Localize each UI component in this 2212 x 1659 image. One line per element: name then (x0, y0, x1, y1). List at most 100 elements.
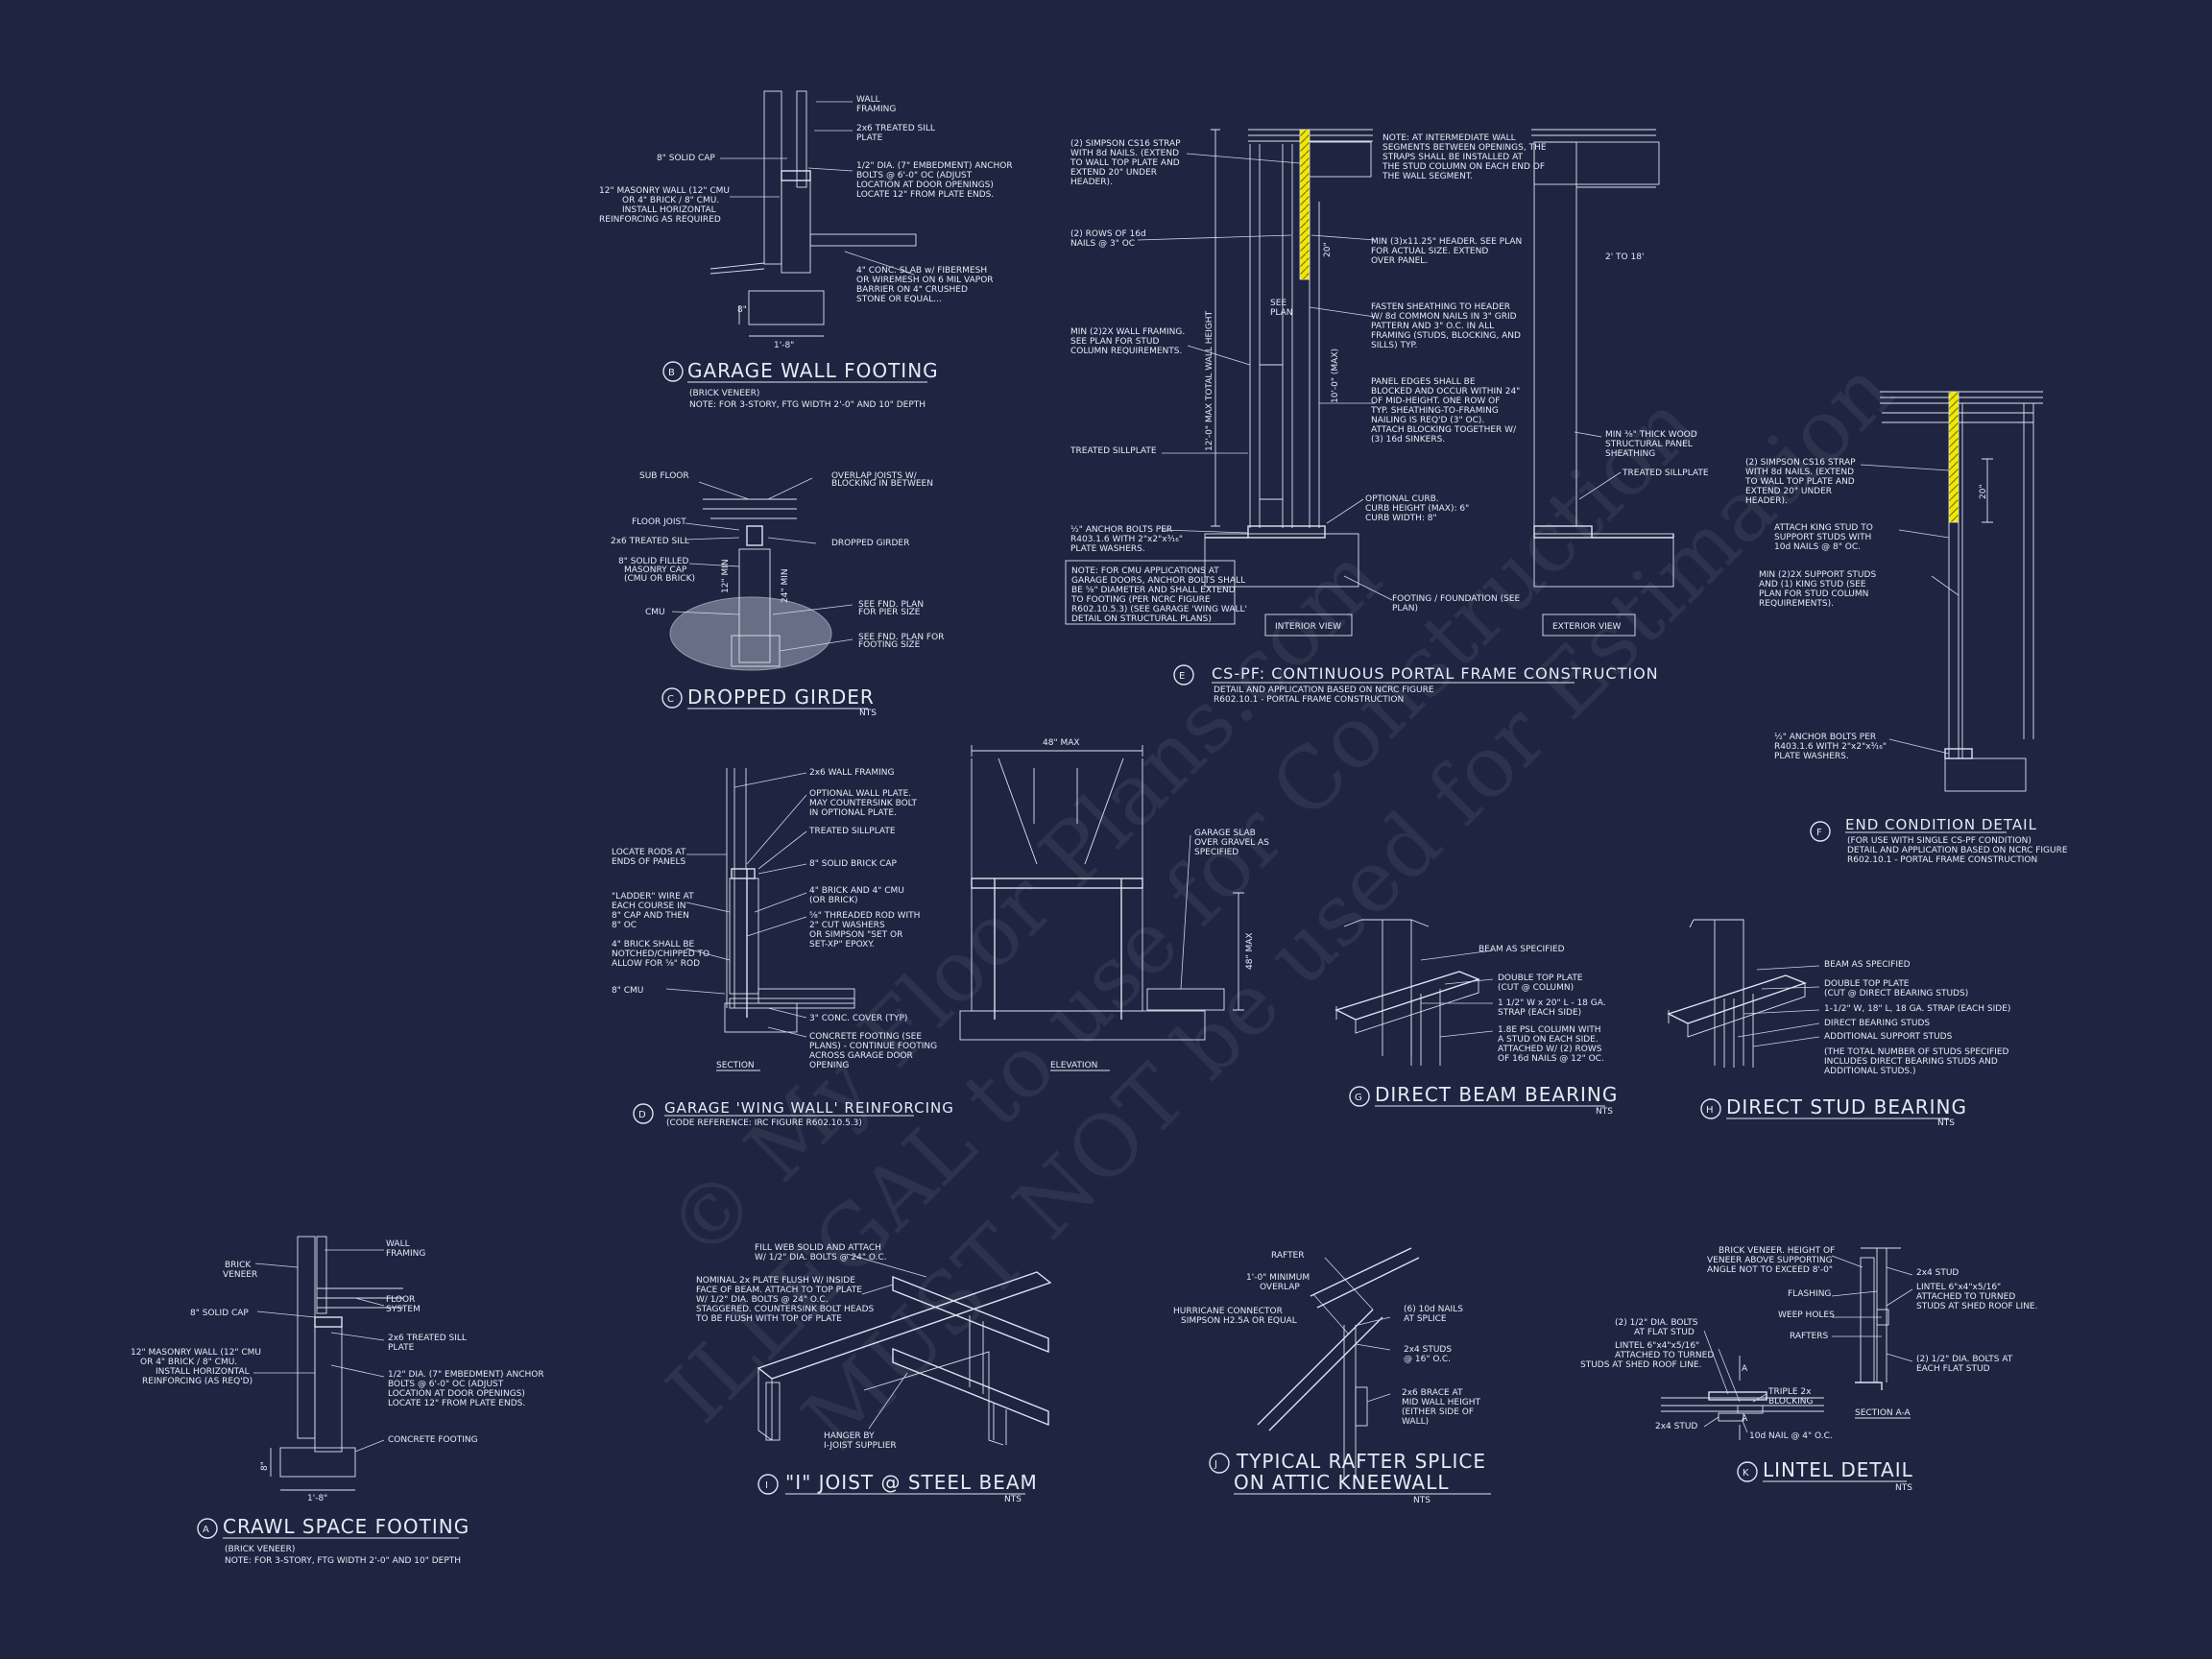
annotation-text: (6) 10d NAILS (1404, 1305, 1463, 1314)
detail-k-title: LINTEL DETAIL (1763, 1458, 1913, 1481)
annotation-text: K (1743, 1468, 1749, 1479)
annotation-text: CURB HEIGHT (MAX): 6" (1365, 504, 1469, 514)
annotation-text: NOTCHED/CHIPPED TO (612, 950, 709, 959)
annotation-text: FLASHING (1788, 1289, 1831, 1299)
annotation-text: TREATED SILLPLATE (1622, 469, 1709, 478)
annotation-text: REQUIREMENTS). (1759, 599, 1834, 609)
annotation-text: (THE TOTAL NUMBER OF STUDS SPECIFIED (1824, 1047, 2009, 1057)
annotation-text: SYSTEM (386, 1305, 421, 1314)
annotation-text: 1'-8" (774, 341, 794, 350)
annotation-text: A (1742, 1364, 1748, 1374)
annotation-text: "LADDER" WIRE AT (612, 892, 694, 902)
annotation-text: (CUT @ COLUMN) (1498, 983, 1574, 993)
exterior-view-label: EXTERIOR VIEW (1552, 622, 1621, 632)
annotation-text: PLATE (856, 133, 883, 143)
annotation-text: CONCRETE FOOTING (SEE (809, 1032, 922, 1042)
annotation-text: NOTE: FOR 3-STORY, FTG WIDTH 2'-0" AND 1… (225, 1556, 461, 1566)
annotation-text: VENEER ABOVE SUPPORTING (1707, 1256, 1833, 1265)
annotation-text: BARRIER ON 4" CRUSHED (856, 285, 968, 295)
annotation-text: 2x6 TREATED SILL (856, 124, 935, 133)
annotation-text: WALL (856, 95, 880, 105)
annotation-text: NOTE: AT INTERMEDIATE WALL (1382, 133, 1516, 143)
annotation-text: COLUMN REQUIREMENTS. (1070, 347, 1182, 356)
annotation-text: (BRICK VENEER) (689, 389, 759, 398)
annotation-text: (2) 1/2" DIA. BOLTS AT (1916, 1355, 2013, 1364)
annotation-text: BLOCKING (1768, 1397, 1814, 1407)
annotation-text: E (1179, 671, 1185, 682)
annotation-text: (2) 1/2" DIA. BOLTS (1615, 1318, 1698, 1328)
section-a-a-label: SECTION A-A (1855, 1408, 1911, 1418)
annotation-text: SHEATHING (1605, 449, 1655, 459)
annotation-text: AT SPLICE (1404, 1314, 1447, 1324)
annotation-text: OVERLAP (1260, 1283, 1300, 1292)
annotation-text: 8" OC (612, 921, 637, 930)
annotation-text: MAY COUNTERSINK BOLT (809, 799, 917, 808)
annotation-text: A (203, 1525, 209, 1535)
annotation-text: 1'-0" MINIMUM (1246, 1273, 1310, 1283)
annotation-text: FOR ACTUAL SIZE. EXTEND (1371, 247, 1488, 256)
annotation-text: ACROSS GARAGE DOOR (809, 1051, 913, 1061)
annotation-text: TYP. SHEATHING-TO-FRAMING (1370, 406, 1499, 416)
annotation-text: ATTACH KING STUD TO (1774, 523, 1873, 533)
annotation-text: NAILS @ 3" OC (1070, 239, 1135, 249)
annotation-text: SUB FLOOR (639, 471, 689, 481)
annotation-text: WALL (386, 1239, 410, 1249)
annotation-text: MIN (2)2X WALL FRAMING. (1070, 327, 1185, 337)
annotation-text: INSTALL HORIZONTAL (622, 205, 716, 215)
annotation-text: 3" CONC. COVER (TYP) (809, 1014, 907, 1023)
annotation-text: WALL) (1402, 1417, 1429, 1427)
annotation-text: ANGLE NOT TO EXCEED 8'-0" (1707, 1265, 1833, 1275)
annotation-text: MIN (2)2X SUPPORT STUDS (1759, 570, 1876, 580)
annotation-text: FACE OF BEAM. ATTACH TO TOP PLATE (696, 1286, 862, 1295)
annotation-text: LOCATION AT DOOR OPENINGS) (388, 1389, 525, 1399)
annotation-text: NOMINAL 2x PLATE FLUSH W/ INSIDE (696, 1276, 855, 1286)
annotation-text: 10'-0" (MAX) (1331, 349, 1340, 403)
annotation-text: OR SIMPSON "SET OR (809, 930, 902, 940)
detail-k-lintel: SECTION A-A A A BRICK VENEER. HEIGHT OFV… (1580, 1246, 2037, 1493)
annotation-text: 2x4 STUDS (1404, 1345, 1452, 1355)
annotation-text: LOCATION AT DOOR OPENINGS) (856, 180, 994, 190)
annotation-text: MASONRY CAP (624, 565, 687, 575)
annotation-text: 1'-8" (307, 1494, 327, 1503)
annotation-text: EXTEND 20" UNDER (1070, 168, 1157, 178)
annotation-text: TO BE FLUSH WITH TOP OF PLATE (695, 1314, 842, 1324)
annotation-text: SUPPORT STUDS WITH (1774, 533, 1871, 542)
annotation-text: 2" CUT WASHERS (809, 921, 885, 930)
annotation-text: 20" (1323, 242, 1333, 257)
annotation-text: 8" CAP AND THEN (612, 911, 689, 921)
annotation-text: PATTERN AND 3" O.C. IN ALL (1371, 322, 1494, 331)
annotation-text: STRAPS SHALL BE INSTALLED AT (1382, 153, 1524, 162)
annotation-text: BE ⅝" DIAMETER AND SHALL EXTEND (1071, 586, 1236, 595)
annotation-text: ½" ANCHOR BOLTS PER (1070, 525, 1172, 535)
annotation-text: FILL WEB SOLID AND ATTACH (755, 1243, 881, 1253)
detail-j-title-line-2: ON ATTIC KNEEWALL (1234, 1471, 1450, 1494)
annotation-text: 12" MIN (721, 559, 731, 593)
annotation-text: PLAN) (1392, 604, 1418, 613)
annotation-text: 10d NAILS @ 8" OC. (1774, 542, 1861, 552)
annotation-text: OVER GRAVEL AS (1194, 838, 1269, 848)
annotation-text: C (667, 694, 674, 705)
annotation-text: 1 1/2" W x 20" L - 18 GA. (1498, 998, 1606, 1008)
annotation-text: ATTACH BLOCKING TOGETHER W/ (1371, 425, 1517, 435)
annotation-text: MID WALL HEIGHT (1402, 1398, 1481, 1407)
annotation-text: 1-1/2" W, 18" L, 18 GA. STRAP (EACH SIDE… (1824, 1004, 2010, 1014)
annotation-text: SILLS) TYP. (1371, 341, 1417, 350)
annotation-text: TO WALL TOP PLATE AND (1070, 158, 1180, 168)
annotation-text: (3) 16d SINKERS. (1371, 435, 1445, 445)
annotation-text: FLOOR JOIST (632, 517, 686, 527)
annotation-text: LOCATE 12" FROM PLATE ENDS. (388, 1399, 525, 1408)
annotation-text: HEADER). (1070, 178, 1113, 187)
detail-b-title: GARAGE WALL FOOTING (687, 359, 939, 382)
annotation-text: TO WALL TOP PLATE AND (1744, 477, 1855, 487)
detail-i-title: "I" JOIST @ STEEL BEAM (785, 1471, 1038, 1494)
annotation-text: LOCATE RODS AT (612, 848, 686, 857)
annotation-text: INCLUDES DIRECT BEARING STUDS AND (1824, 1057, 1998, 1067)
annotation-text: ENDS OF PANELS (612, 857, 685, 867)
detail-c-title: DROPPED GIRDER (687, 685, 875, 709)
annotation-text: OPTIONAL CURB. (1365, 494, 1439, 504)
annotation-text: DROPPED GIRDER (831, 539, 909, 548)
annotation-text: OR 4" BRICK / 8" CMU. (622, 196, 719, 205)
annotation-text: 2' TO 18' (1605, 252, 1644, 262)
annotation-text: W/ 8d COMMON NAILS IN 3" GRID (1371, 312, 1517, 322)
annotation-text: MIN (3)x11.25" HEADER. SEE PLAN (1371, 237, 1522, 247)
